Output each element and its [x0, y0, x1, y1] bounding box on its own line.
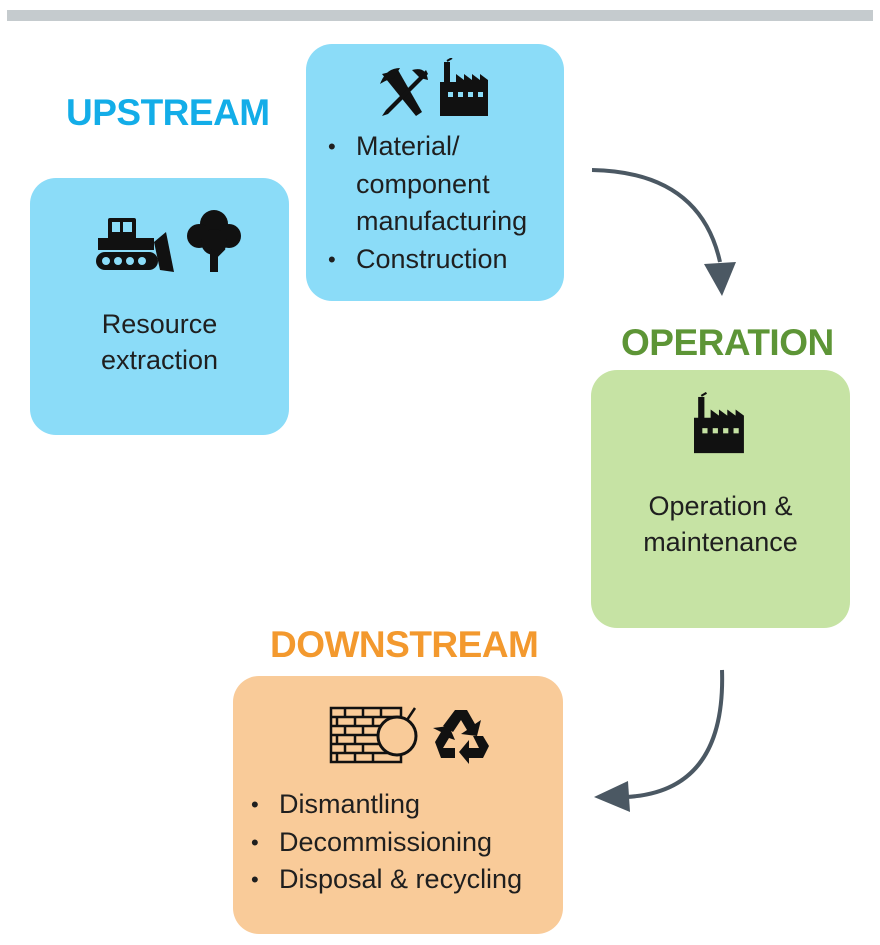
list-item: Disposal & recycling	[249, 861, 522, 899]
top-divider-bar	[7, 10, 873, 21]
list-item: Material/ component manufacturing	[326, 128, 527, 241]
extraction-icons	[94, 208, 242, 279]
tree-icon	[186, 208, 242, 279]
operation-maintenance-box: Operation & maintenance	[591, 370, 850, 628]
manufacturing-construction-box: Material/ component manufacturing Constr…	[306, 44, 564, 301]
operation-icons	[694, 391, 746, 461]
downstream-list: Dismantling Decommissioning Disposal & r…	[249, 786, 522, 899]
arrow-upstream-to-operation	[591, 168, 736, 296]
pick-shovel-icon	[378, 66, 430, 123]
manufacturing-list: Material/ component manufacturing Constr…	[326, 128, 527, 278]
recycle-icon	[431, 706, 491, 769]
manufacturing-icons	[378, 57, 490, 123]
resource-extraction-label: Resource extraction	[100, 309, 219, 375]
arrow-operation-to-downstream	[594, 669, 725, 812]
downstream-heading: DOWNSTREAM	[270, 624, 539, 665]
upstream-heading: UPSTREAM	[66, 92, 270, 133]
downstream-icons	[329, 704, 491, 769]
downstream-box: Dismantling Decommissioning Disposal & r…	[233, 676, 563, 934]
operation-maintenance-label: Operation & maintenance	[643, 491, 798, 557]
bulldozer-icon	[94, 212, 176, 279]
list-item: Dismantling	[249, 786, 522, 824]
resource-extraction-box: Resource extraction	[30, 178, 289, 435]
list-item: Decommissioning	[249, 824, 522, 862]
factory-icon	[440, 57, 490, 123]
operation-heading: OPERATION	[621, 322, 834, 363]
brick-wall-wrecking-ball-icon	[329, 704, 421, 769]
factory-icon	[694, 391, 746, 461]
list-item: Construction	[326, 241, 527, 279]
